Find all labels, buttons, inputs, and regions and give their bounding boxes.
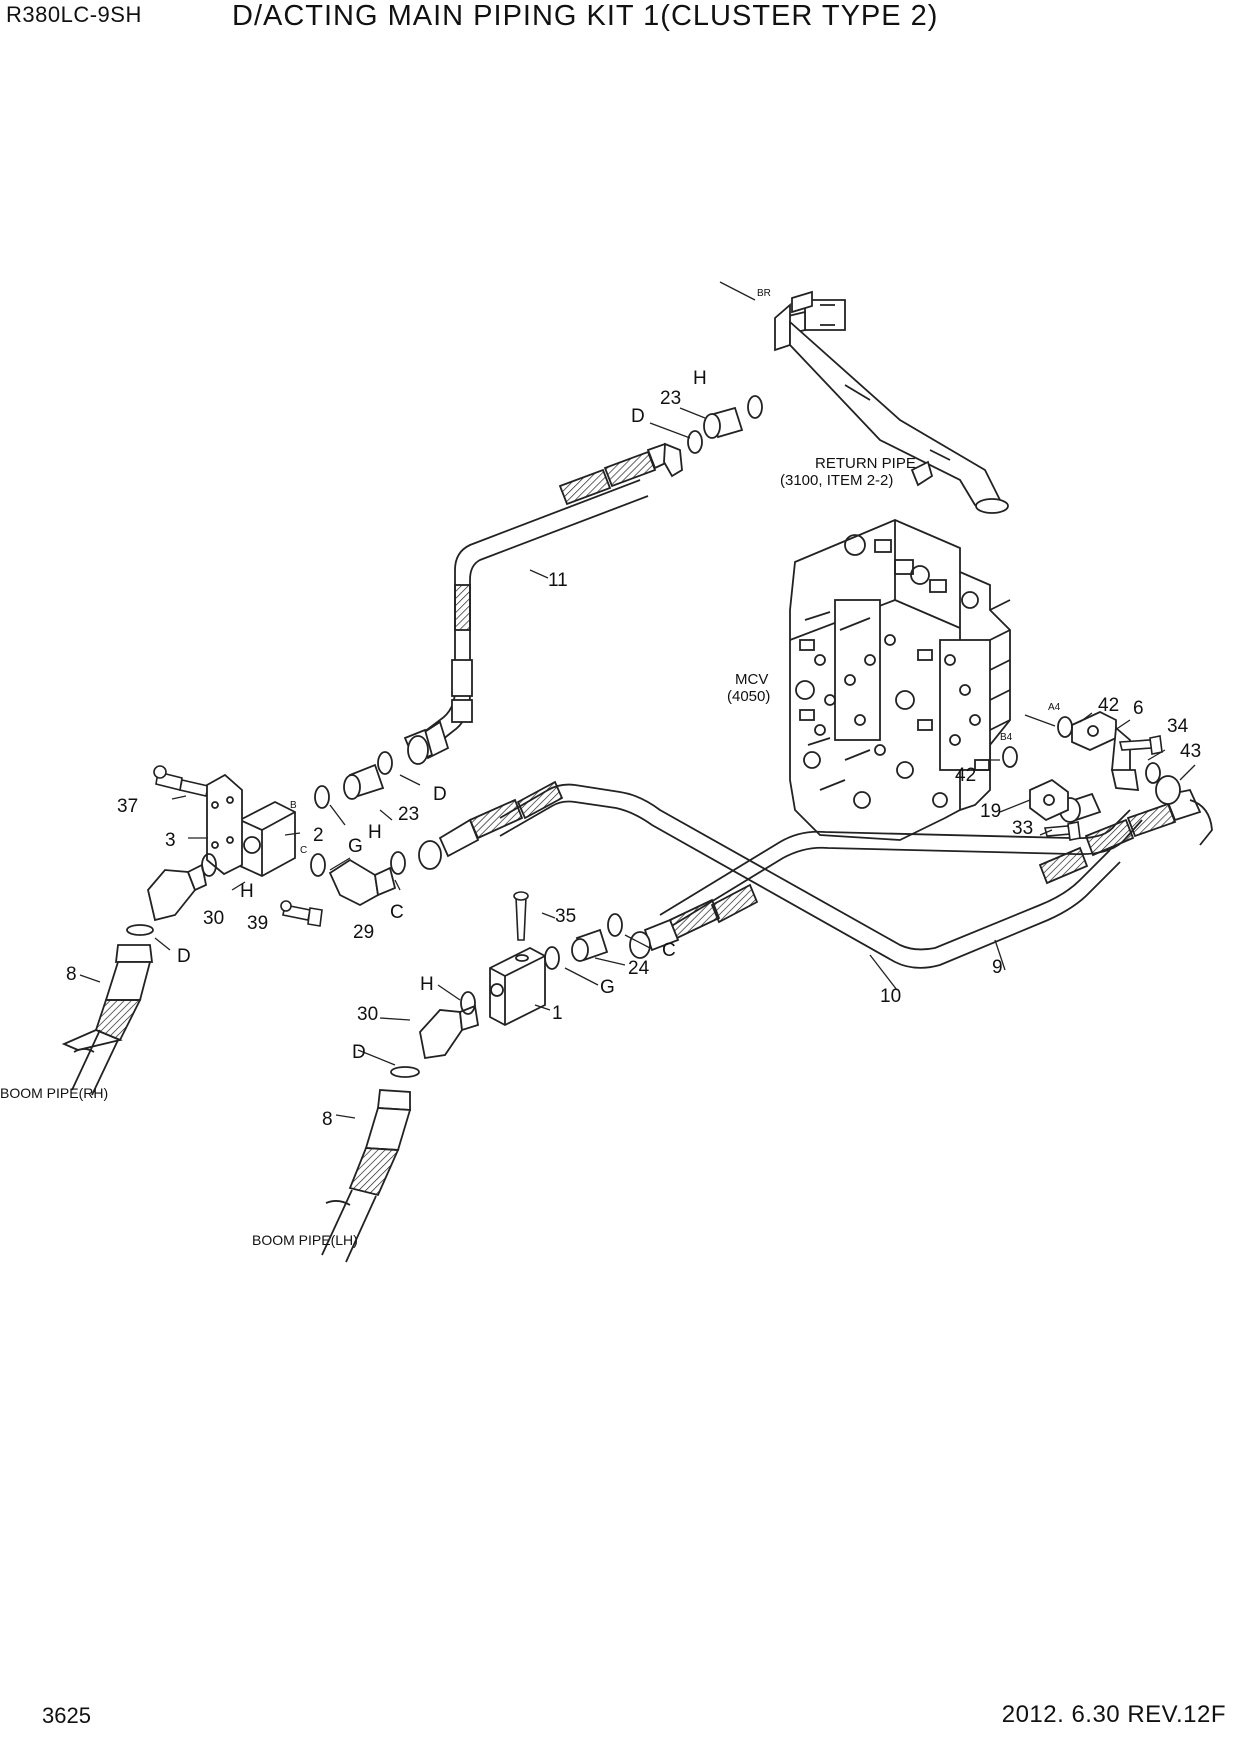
callout-34: 34	[1167, 716, 1189, 737]
mcv-block	[789, 519, 1011, 841]
o-ring-c-low	[607, 913, 623, 937]
o-ring-h-top	[747, 395, 763, 419]
port-b4: B4	[1000, 732, 1013, 743]
return-pipe	[774, 290, 1009, 514]
flange-19	[1029, 778, 1069, 822]
port-b: B	[290, 800, 297, 811]
boom-pipe-rh-label: BOOM PIPE(RH)	[0, 1085, 108, 1101]
leader-lines	[79, 281, 1196, 1119]
callout-h-left: H	[240, 881, 254, 902]
hose-11-fittings	[403, 442, 683, 765]
o-ring-g-low	[544, 946, 560, 970]
callout-19: 19	[980, 801, 1001, 822]
adapters	[343, 406, 744, 962]
callout-10: 10	[880, 986, 901, 1007]
callout-30-low: 30	[357, 1004, 378, 1025]
port-c: C	[300, 845, 307, 856]
callout-39: 39	[247, 913, 268, 934]
o-ring-h-mid	[314, 785, 330, 809]
page-number: 3625	[42, 1703, 91, 1728]
o-ring-42-mid	[1002, 746, 1018, 768]
port-a4: A4	[1048, 702, 1061, 713]
return-pipe-label-2: (3100, ITEM 2-2)	[780, 472, 893, 489]
callout-42-mid: 42	[955, 765, 976, 786]
callout-8-low: 8	[322, 1109, 333, 1130]
o-ring-h-left	[201, 853, 217, 877]
callout-9: 9	[992, 957, 1003, 978]
bracket-3	[206, 773, 243, 876]
callout-d-mid: D	[433, 784, 447, 805]
o-ring-42-top	[1057, 716, 1073, 738]
hose-11-sleeves	[451, 450, 657, 723]
callout-11: 11	[548, 570, 568, 591]
bolts	[153, 735, 1163, 941]
callout-h-top: H	[693, 368, 707, 389]
diagram-title: D/ACTING MAIN PIPING KIT 1(CLUSTER TYPE …	[232, 0, 939, 32]
callout-43: 43	[1180, 741, 1201, 762]
callout-h-low: H	[420, 974, 434, 995]
port-br: BR	[757, 288, 771, 299]
block-1	[489, 946, 546, 1027]
flange-6	[1071, 711, 1140, 792]
o-ring-h-low	[460, 991, 476, 1015]
o-ring-43	[1145, 762, 1161, 784]
callout-42-top: 42	[1098, 695, 1119, 716]
callout-h-mid: H	[368, 822, 382, 843]
o-ring-c-mid	[390, 851, 406, 875]
hose-8-low	[321, 1089, 412, 1263]
mcv-label-1: MCV	[735, 671, 768, 688]
model-code: R380LC-9SH	[6, 2, 142, 27]
callout-g-low: G	[600, 977, 615, 998]
callout-d-left: D	[177, 946, 191, 967]
callout-8-left: 8	[66, 964, 77, 985]
o-ring-d-mid	[377, 751, 393, 775]
callout-3: 3	[165, 830, 176, 851]
callout-c-mid: C	[390, 902, 404, 923]
callout-29: 29	[353, 922, 374, 943]
part-callouts: 11 23 H D 23 D H G C 37 3 2 30 H 39 29 D…	[66, 368, 1201, 1130]
o-ring-d-low	[390, 1066, 420, 1078]
callout-g-mid: G	[348, 836, 363, 857]
callout-30-left: 30	[203, 908, 224, 929]
callout-2: 2	[313, 825, 324, 846]
elbows	[147, 858, 480, 1060]
callout-23-top: 23	[660, 388, 681, 409]
callout-d-low: D	[352, 1042, 366, 1063]
callout-23-mid: 23	[398, 804, 419, 825]
o-rings	[126, 395, 1161, 1078]
hose-sleeves	[468, 780, 1177, 940]
mcv-label-2: (4050)	[727, 688, 770, 705]
callout-24: 24	[628, 958, 650, 979]
boom-pipe-lh-label: BOOM PIPE(LH)	[252, 1232, 358, 1248]
callout-d-top: D	[631, 406, 645, 427]
o-ring-d-left	[126, 924, 154, 936]
callout-33: 33	[1012, 818, 1033, 839]
o-ring-d-top	[687, 430, 703, 454]
callout-c-low: C	[662, 940, 676, 961]
return-pipe-label-1: RETURN PIPE	[815, 455, 916, 472]
hose-8-left	[61, 944, 154, 1096]
block-2	[239, 800, 296, 878]
callout-35: 35	[555, 906, 576, 927]
o-ring-g-mid	[310, 853, 326, 877]
callout-37: 37	[117, 796, 138, 817]
callout-1: 1	[552, 1003, 563, 1024]
callout-6: 6	[1133, 698, 1144, 719]
hose-fittings	[418, 775, 1213, 959]
hose-9-10	[499, 783, 1143, 969]
revision-date: 2012. 6.30 REV.12F	[1001, 1701, 1226, 1728]
